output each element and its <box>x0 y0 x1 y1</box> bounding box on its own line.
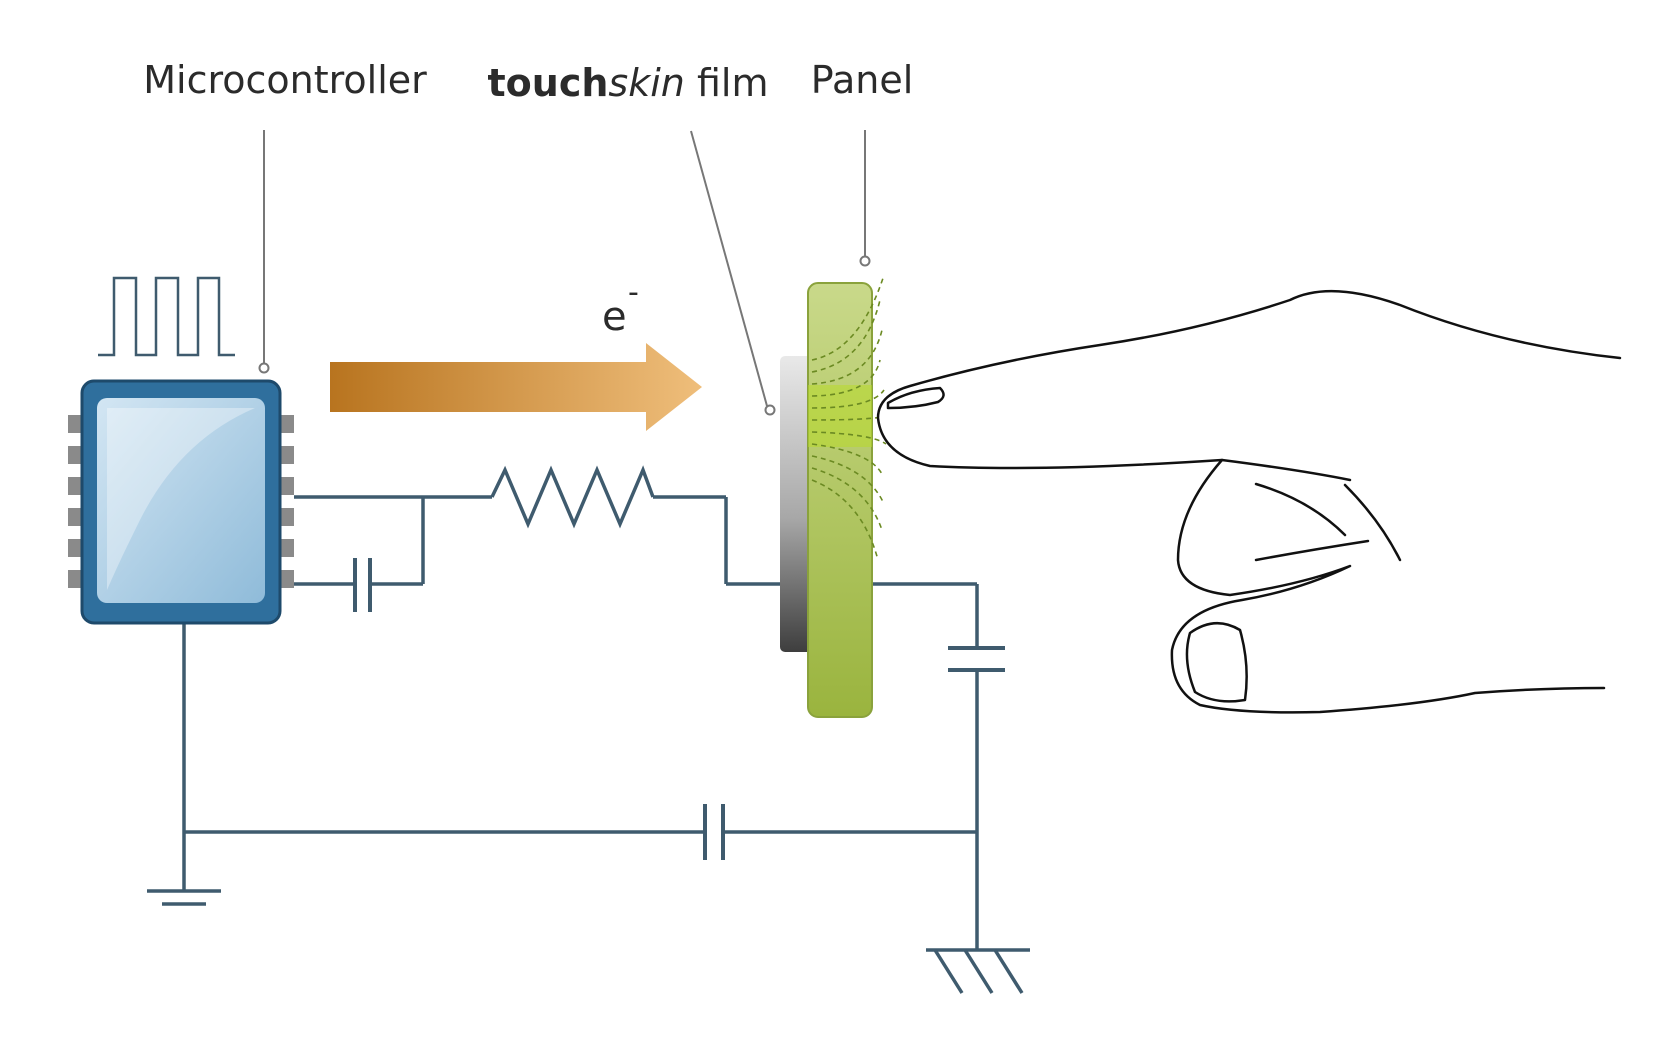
chip-pins-left <box>68 415 84 588</box>
earth-ground-icon <box>926 948 1030 994</box>
chip-pins-right <box>278 415 294 588</box>
touchskin-bold: touch <box>488 61 609 105</box>
microcontroller-label: Microcontroller <box>143 58 427 102</box>
panel-touch-highlight <box>808 385 872 447</box>
square-wave-icon <box>98 276 235 357</box>
knuckle-line-3 <box>1343 483 1402 562</box>
knuckle-line-2 <box>1254 539 1370 562</box>
body-capacitor-icon <box>948 646 1005 672</box>
panel-leader-dot <box>859 255 871 267</box>
chip-highlight <box>107 408 255 590</box>
electron-label: e <box>602 294 627 340</box>
resistor-icon <box>490 465 655 529</box>
touchskin-film-label: touchskin film <box>488 61 769 105</box>
pointing-hand-icon <box>876 289 1622 714</box>
microcontroller-leader-dot <box>258 362 270 374</box>
film-leader-dot <box>764 404 776 416</box>
thumb-nail <box>1185 622 1248 703</box>
hand-outline <box>876 289 1622 714</box>
touchskin-italic: skin <box>608 61 684 105</box>
index-fingernail <box>886 386 945 410</box>
capacitor-icon <box>353 558 372 612</box>
ground-icon <box>147 889 221 906</box>
knuckle-line-1 <box>1254 482 1347 537</box>
film-leader <box>690 130 768 407</box>
chip-face <box>97 398 265 603</box>
electron-superscript: - <box>628 275 639 310</box>
electron-flow-arrow-icon <box>330 343 702 431</box>
touchskin-rest: film <box>685 61 769 105</box>
panel-label: Panel <box>811 58 914 102</box>
bottom-capacitor-icon <box>703 804 725 860</box>
circuit-wires <box>182 465 979 950</box>
leader-lines <box>258 130 871 416</box>
electric-field-lines <box>811 274 889 561</box>
microcontroller-chip-icon <box>68 379 294 625</box>
finger-crease <box>1220 458 1352 482</box>
